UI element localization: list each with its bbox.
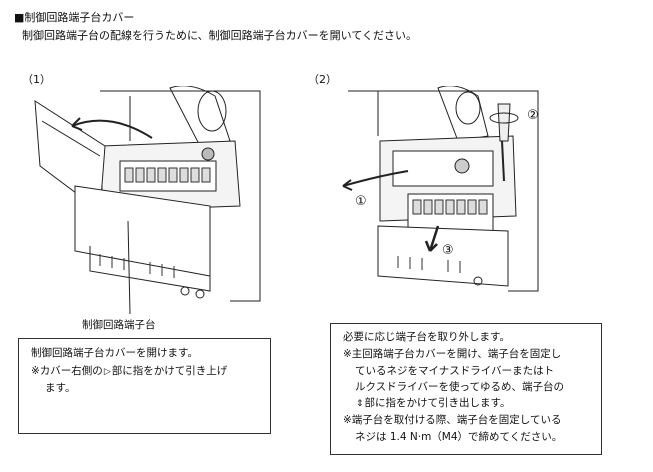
note2-line-3: ているネジをマイナスドライバーまたはト bbox=[355, 365, 555, 377]
illustration-step-2 bbox=[342, 86, 539, 292]
note-box-step-1: 制御回路端子台カバーを開けます。 ※カバー右側の▷部に指をかけて引き上げ ます。 bbox=[18, 338, 271, 434]
note2-line-5b: 部に指をかけて引き出します。 bbox=[364, 397, 511, 409]
step-1-label: （1） bbox=[22, 73, 51, 86]
note2-line-6: ※端子台を取付ける際、端子台を固定している bbox=[343, 414, 562, 426]
marker-1: ① bbox=[355, 194, 367, 209]
note1-line-2: ※カバー右側の▷部に指をかけて引き上げ bbox=[31, 364, 227, 379]
note2-line-2: ※主回路端子台カバーを開け、端子台を固定し bbox=[343, 348, 562, 360]
note2-line-1: 必要に応じ端子台を取り外します。 bbox=[343, 331, 510, 343]
triangle-mark-icon: ▷ bbox=[103, 367, 111, 377]
updown-arrow-mark-icon: ⇕ bbox=[356, 399, 364, 409]
terminal-block-callout: 制御回路端子台 bbox=[82, 319, 156, 331]
illustration-step-1 bbox=[34, 86, 261, 315]
note2-line-4: ルクスドライバーを使ってゆるめ、端子台の bbox=[355, 381, 564, 393]
note1-line-2b: 部に指をかけて引き上げ bbox=[111, 365, 228, 377]
section-description: 制御回路端子台の配線を行うために、制御回路端子台カバーを開いてください。 bbox=[22, 29, 418, 42]
note1-line-2a: ※カバー右側の bbox=[31, 365, 103, 377]
marker-2: ② bbox=[527, 108, 539, 123]
note1-line-3: ます。 bbox=[45, 382, 76, 394]
note2-line-5: ⇕部に指をかけて引き出します。 bbox=[355, 396, 511, 411]
note-box-step-2: 必要に応じ端子台を取り外します。 ※主回路端子台カバーを開け、端子台を固定し て… bbox=[330, 323, 602, 455]
note2-line-7: ネジは 1.4 N·m（M4）で締めてください。 bbox=[355, 431, 563, 443]
section-title: ■制御回路端子台カバー bbox=[14, 11, 135, 24]
note1-line-1: 制御回路端子台カバーを開けます。 bbox=[31, 347, 198, 359]
step-2-label: （2） bbox=[308, 73, 337, 86]
marker-3: ③ bbox=[442, 243, 454, 258]
